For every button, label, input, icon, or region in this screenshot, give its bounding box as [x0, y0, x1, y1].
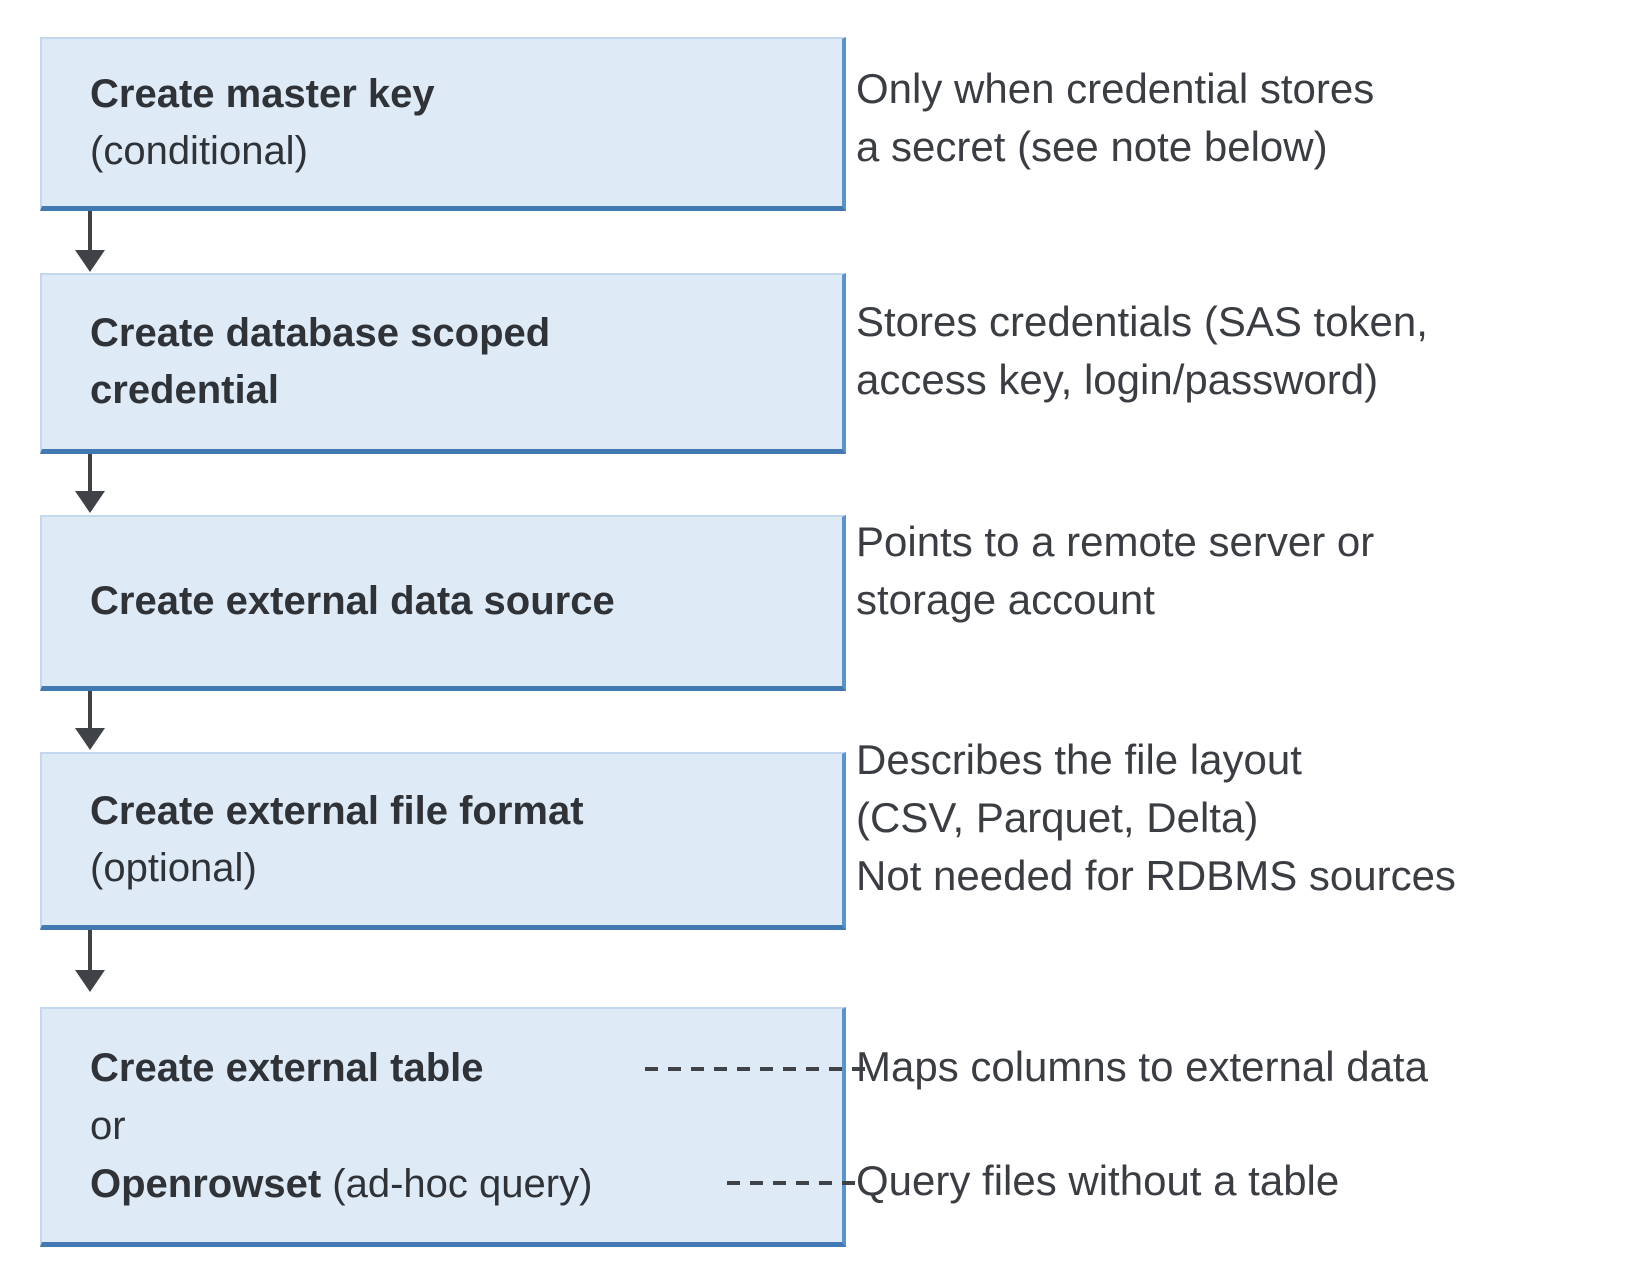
- flow-arrow-head: [75, 728, 105, 750]
- step-title: Create external file format: [90, 788, 584, 833]
- dashed-connector-openrowset: [727, 1181, 865, 1185]
- note-line: Query files without a table: [856, 1157, 1340, 1204]
- note-line: Points to a remote server or: [856, 518, 1375, 565]
- flow-arrow-head: [75, 250, 105, 272]
- flow-arrow-head: [75, 970, 105, 992]
- note-external-file-format: Describes the file layout (CSV, Parquet,…: [856, 731, 1456, 905]
- note-line: Describes the file layout: [856, 736, 1302, 783]
- note-line: access key, login/password): [856, 356, 1379, 403]
- step-title: credential: [90, 368, 279, 412]
- option-openrowset: Openrowset (ad-hoc query): [90, 1155, 842, 1213]
- step-title: Create master key: [90, 71, 435, 116]
- option-label: Openrowset: [90, 1161, 322, 1206]
- note-line: Maps columns to external data: [856, 1043, 1428, 1090]
- option-create-external-table: Create external table: [90, 1039, 842, 1097]
- note-openrowset: Query files without a table: [856, 1152, 1339, 1210]
- flow-arrow-stem: [88, 454, 92, 494]
- note-line: storage account: [856, 576, 1155, 623]
- step-box-create-database-scoped-credential: Create database scoped credential: [40, 273, 846, 454]
- step-title: Create database scoped: [90, 311, 551, 355]
- step-box-create-master-key: Create master key (conditional): [40, 37, 846, 211]
- option-label-suffix: (ad-hoc query): [321, 1161, 593, 1206]
- step-title: Create external data source: [90, 579, 615, 623]
- flow-arrow-stem: [88, 211, 92, 253]
- step-box-create-external-data-source: Create external data source: [40, 515, 846, 691]
- note-line: Not needed for RDBMS sources: [856, 852, 1456, 899]
- step-qualifier: (optional): [90, 845, 257, 890]
- dashed-connector-external-table: [645, 1067, 865, 1071]
- step-box-create-external-file-format: Create external file format (optional): [40, 752, 846, 930]
- flow-arrow-head: [75, 491, 105, 513]
- note-line: Only when credential stores: [856, 65, 1375, 112]
- note-database-scoped-credential: Stores credentials (SAS token, access ke…: [856, 293, 1428, 409]
- note-line: a secret (see note below): [856, 123, 1328, 170]
- note-master-key: Only when credential stores a secret (se…: [856, 60, 1374, 176]
- connector-label: or: [90, 1103, 126, 1148]
- note-line: (CSV, Parquet, Delta): [856, 794, 1259, 841]
- note-line: Stores credentials (SAS token,: [856, 298, 1428, 345]
- flow-arrow-stem: [88, 930, 92, 974]
- flow-arrow-stem: [88, 691, 92, 731]
- option-label: Create external table: [90, 1045, 484, 1090]
- note-external-table: Maps columns to external data: [856, 1038, 1428, 1096]
- step-qualifier: (conditional): [90, 128, 308, 173]
- step-box-create-external-table-or-openrowset: Create external table or Openrowset (ad-…: [40, 1007, 846, 1247]
- option-connector: or: [90, 1097, 842, 1155]
- note-external-data-source: Points to a remote server or storage acc…: [856, 513, 1374, 629]
